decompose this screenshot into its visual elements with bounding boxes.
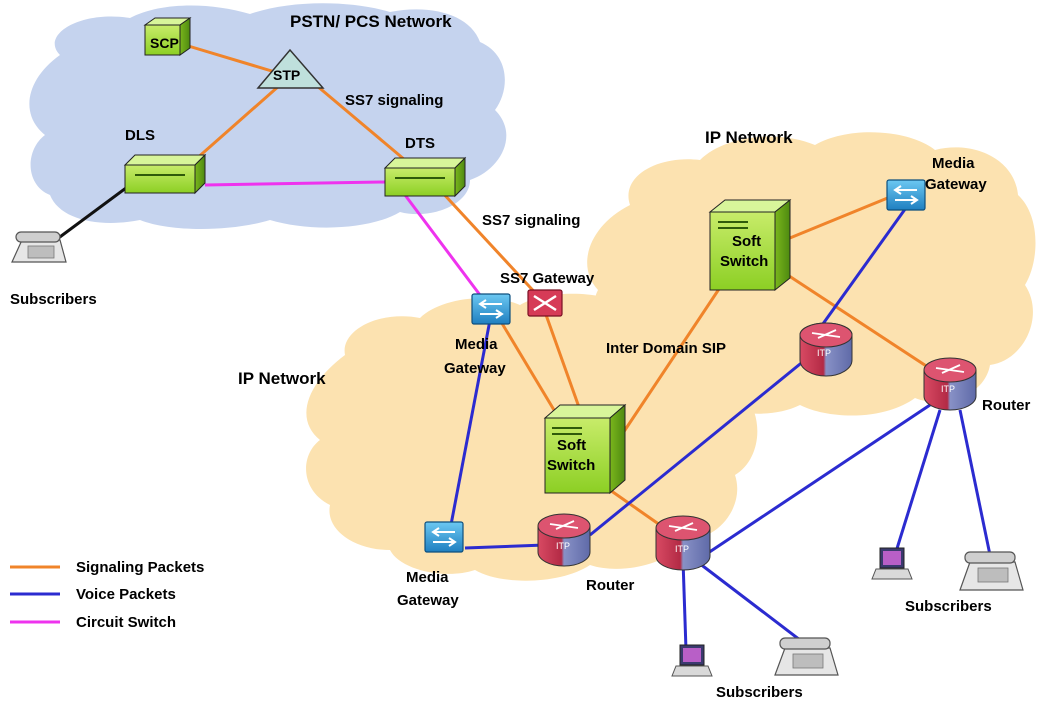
dls-node[interactable] <box>123 153 207 195</box>
ss7-signaling-top-label: SS7 signaling <box>345 92 443 109</box>
itp-router-upper[interactable]: ITP <box>799 322 853 377</box>
itp-label-4: ITP <box>675 544 689 554</box>
itp-router-right[interactable]: ITP <box>923 357 977 411</box>
ss7-gateway-label: SS7 Gateway <box>500 270 595 287</box>
link-softswitch-router <box>779 268 941 377</box>
link-itp-mgw-right <box>813 204 910 336</box>
link-softswitch-softswitch <box>613 279 727 446</box>
link-router-right-sub1 <box>893 409 942 556</box>
ip-cloud-left <box>306 293 758 581</box>
voice-links <box>448 204 992 651</box>
link-stp-dts <box>309 78 406 162</box>
link-ss7gateway-softswitch <box>543 311 582 411</box>
router-right-label: Router <box>982 397 1030 414</box>
scp-label: SCP <box>150 35 179 51</box>
itp-router-bottom[interactable]: ITP <box>655 515 711 571</box>
media-gateway-bottom-label-2: Gateway <box>397 592 459 609</box>
ss7-gateway-node[interactable] <box>527 289 563 317</box>
link-stp-dls <box>194 83 281 162</box>
link-scp-stp <box>184 43 276 74</box>
link-router-router-right <box>704 403 931 557</box>
link-router-right-sub2 <box>958 409 992 556</box>
softswitch-right-label-2: Switch <box>720 253 768 270</box>
circuit-links <box>204 180 482 296</box>
signaling-links <box>184 43 941 527</box>
link-softswitch-router-bottom <box>609 488 661 527</box>
media-gateway-bottom[interactable] <box>424 521 464 553</box>
link-softswitch-mediagateway <box>784 193 896 242</box>
softswitch-center-label-1: Soft <box>557 437 586 454</box>
scp-node[interactable]: SCP <box>143 17 192 56</box>
media-gateway-top-label-1: Media <box>455 336 498 353</box>
pstn-network-title: PSTN/ PCS Network <box>290 12 452 31</box>
stp-label: STP <box>273 67 300 83</box>
ss7-signaling-mid-label: SS7 signaling <box>482 212 580 229</box>
itp-label-2: ITP <box>941 384 955 394</box>
phone-icon-left <box>11 231 67 263</box>
laptop-icon-bottom <box>671 644 713 677</box>
dts-label: DTS <box>405 135 435 152</box>
link-mediagateway-softswitch <box>498 319 562 421</box>
subscribers-right-label: Subscribers <box>905 598 992 615</box>
router-bottom-label: Router <box>586 577 634 594</box>
media-gateway-top-label-2: Gateway <box>444 360 506 377</box>
itp-label-1: ITP <box>817 348 831 358</box>
legend-circuit-label: Circuit Switch <box>76 614 176 631</box>
laptop-icon-right <box>871 547 913 580</box>
softswitch-right-label-1: Soft <box>732 233 761 250</box>
phone-icon-right <box>959 551 1024 591</box>
link-dts-mediagateway <box>403 194 482 296</box>
phone-icon-bottom <box>774 637 839 676</box>
media-gateway-right-label-2: Gateway <box>925 176 987 193</box>
media-gateway-right[interactable] <box>886 179 926 211</box>
dts-node[interactable] <box>383 156 467 198</box>
softswitch-center[interactable]: Soft Switch <box>543 403 627 495</box>
itp-router-bottom-left[interactable]: ITP <box>537 513 591 567</box>
legend: Signaling Packets Voice Packets Circuit … <box>10 559 204 631</box>
link-router-itp <box>589 358 806 537</box>
ip-network-right-label: IP Network <box>705 128 793 147</box>
link-router-sub-bottom1 <box>681 559 688 651</box>
dls-label: DLS <box>125 127 155 144</box>
media-gateway-bottom-label-1: Media <box>406 569 449 586</box>
stp-node[interactable]: STP <box>256 48 325 89</box>
legend-signaling-label: Signaling Packets <box>76 559 204 576</box>
link-mgw-top-mgw-bottom <box>448 319 492 531</box>
subscribers-bottom-label: Subscribers <box>716 684 803 701</box>
softswitch-right[interactable]: Soft Switch <box>708 198 792 292</box>
itp-label-3: ITP <box>556 541 570 551</box>
link-router-sub-bottom2 <box>694 558 801 642</box>
media-gateway-top[interactable] <box>471 293 511 325</box>
inter-domain-sip-label: Inter Domain SIP <box>606 340 726 357</box>
legend-voice-label: Voice Packets <box>76 586 176 603</box>
ip-network-left-label: IP Network <box>238 369 326 388</box>
media-gateway-right-label-1: Media <box>932 155 975 172</box>
link-mgw-bottom-router <box>464 543 546 550</box>
link-dts-ss7gateway <box>438 188 542 300</box>
softswitch-center-label-2: Switch <box>547 457 595 474</box>
subscribers-left-label: Subscribers <box>10 291 97 308</box>
link-dls-dts <box>204 180 386 187</box>
